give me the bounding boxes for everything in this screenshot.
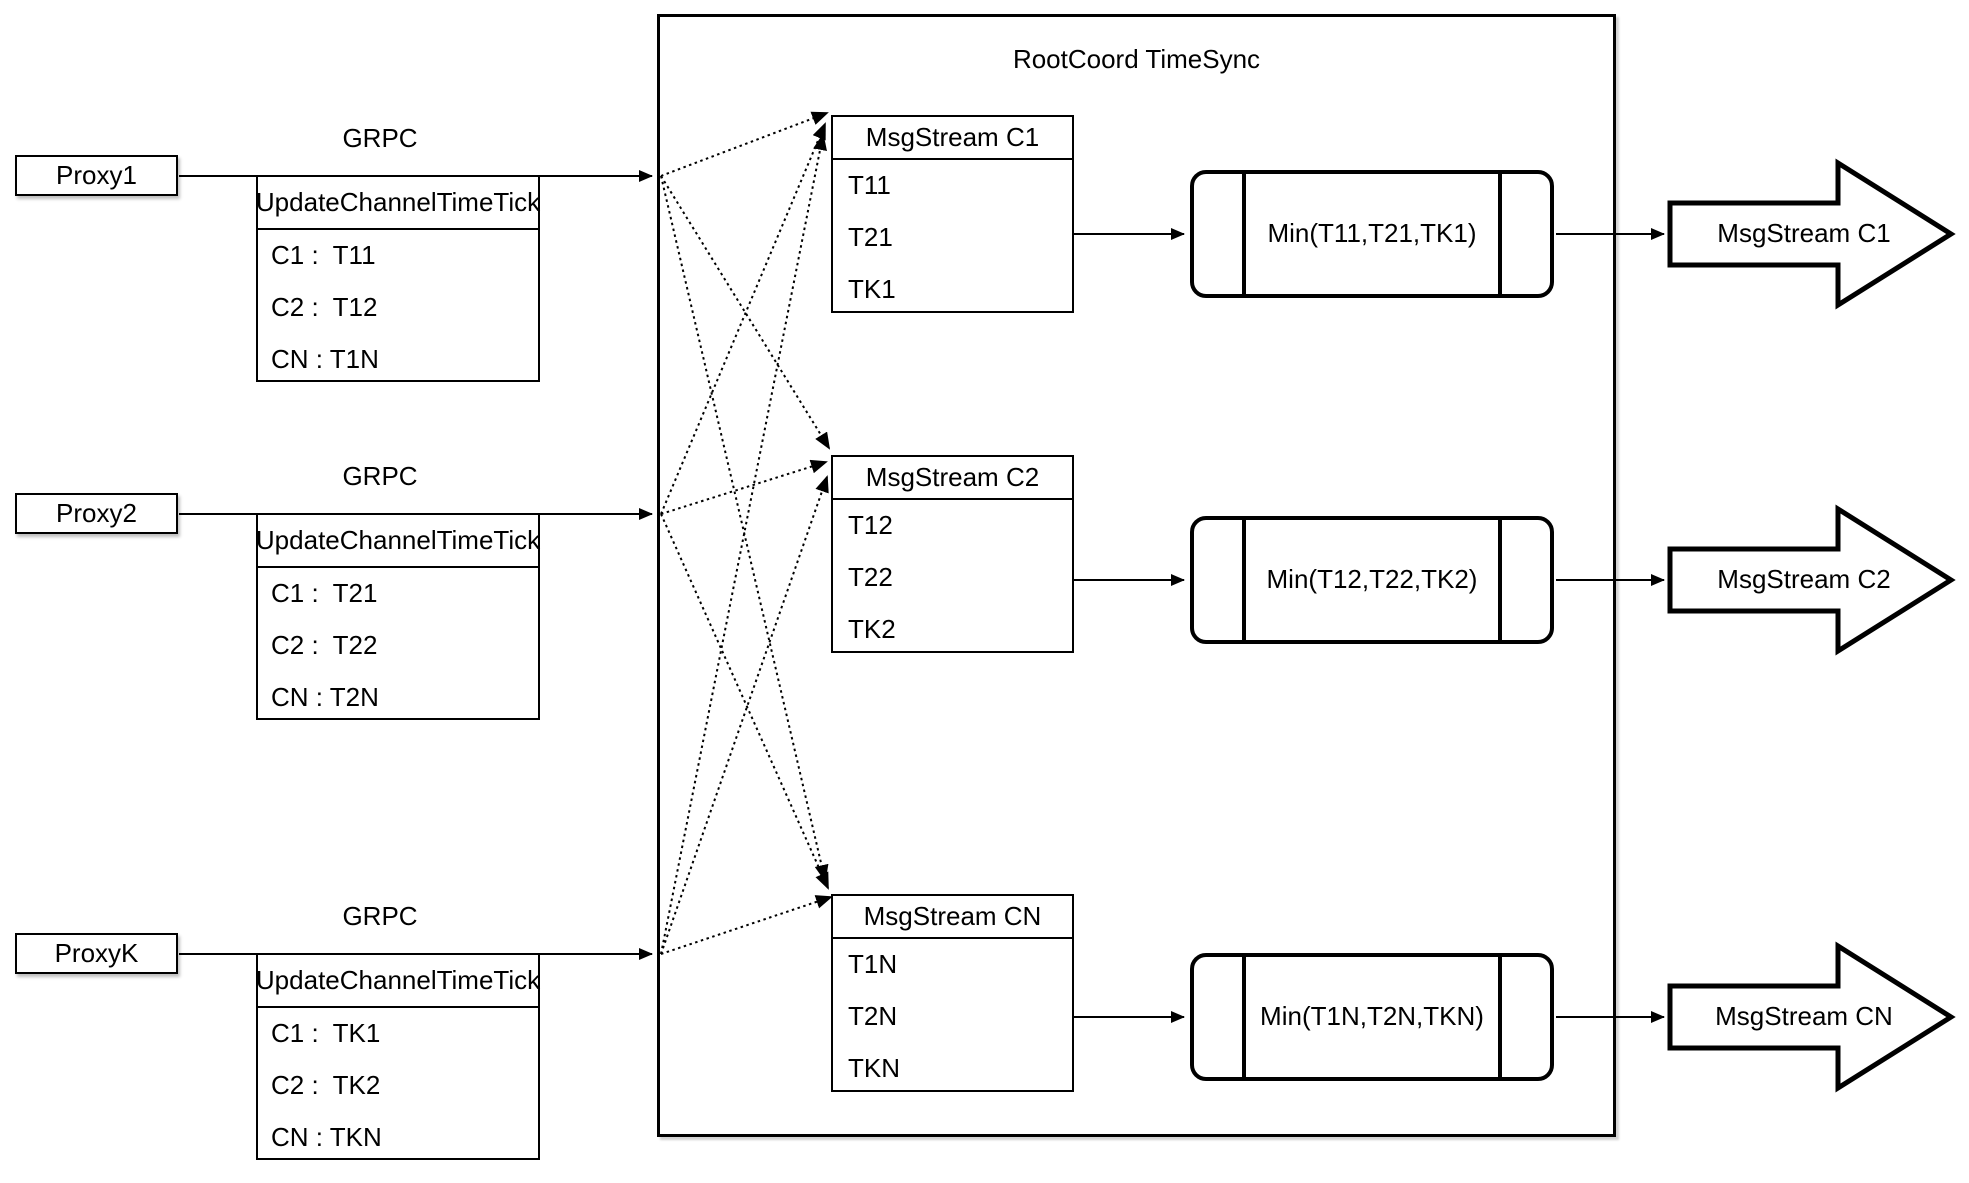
table-row: T1N — [848, 949, 898, 980]
table-row: T2N — [848, 1001, 898, 1032]
table-row: C1 : TK1 — [271, 1018, 381, 1049]
min-queue-cn — [1190, 953, 1554, 1081]
table-header: MsgStream C1 — [833, 117, 1072, 160]
proxy1-box: Proxy1 — [15, 155, 178, 196]
min-queue-c1 — [1190, 170, 1554, 298]
table-row: C2 : TK2 — [271, 1070, 381, 1101]
min-label-c1: Min(T11,T21,TK1) — [1267, 218, 1477, 249]
update-channel-timetick-table-2: UpdateChannelTimeTick C1 : T21 C2 : T22 … — [256, 513, 540, 720]
queue-divider — [1242, 520, 1246, 640]
queue-divider — [1498, 957, 1502, 1077]
table-row: TKN — [848, 1053, 900, 1084]
table-row: TK2 — [848, 614, 896, 645]
table-header: MsgStream C2 — [833, 457, 1072, 500]
min-label-c2: Min(T12,T22,TK2) — [1266, 564, 1478, 595]
table-row: T21 — [848, 222, 893, 253]
table-row: T22 — [848, 562, 893, 593]
proxyk-label: ProxyK — [54, 937, 139, 968]
queue-divider — [1498, 520, 1502, 640]
table-header: UpdateChannelTimeTick — [256, 955, 540, 1008]
msgstream-c2-table: MsgStream C2 T12 T22 TK2 — [831, 455, 1074, 653]
proxyk-box: ProxyK — [15, 933, 178, 974]
table-row: C2 : T12 — [271, 292, 378, 323]
proxy2-box: Proxy2 — [15, 493, 178, 534]
queue-divider — [1498, 174, 1502, 294]
table-row: C1 : T21 — [271, 578, 378, 609]
output-stream-label-c2: MsgStream C2 — [1717, 564, 1891, 595]
table-row: T12 — [848, 510, 893, 541]
grpc-label-2: GRPC — [342, 461, 418, 491]
msgstream-c1-table: MsgStream C1 T11 T21 TK1 — [831, 115, 1074, 313]
queue-divider — [1242, 957, 1246, 1077]
table-header: UpdateChannelTimeTick — [256, 515, 540, 568]
table-row: T11 — [848, 170, 891, 201]
update-channel-timetick-table-3: UpdateChannelTimeTick C1 : TK1 C2 : TK2 … — [256, 953, 540, 1160]
rootcoord-title: RootCoord TimeSync — [1012, 44, 1261, 74]
grpc-label-1: GRPC — [342, 123, 418, 153]
output-stream-label-cn: MsgStream CN — [1715, 1001, 1893, 1032]
output-stream-label-c1: MsgStream C1 — [1717, 218, 1891, 249]
queue-divider — [1242, 174, 1246, 294]
table-row: CN : TKN — [271, 1122, 382, 1153]
table-row: CN : T1N — [271, 344, 379, 375]
rootcoord-timesync-box: RootCoord TimeSync — [657, 14, 1616, 1137]
msgstream-cn-table: MsgStream CN T1N T2N TKN — [831, 894, 1074, 1092]
table-header: MsgStream CN — [833, 896, 1072, 939]
min-queue-c2 — [1190, 516, 1554, 644]
proxy1-label: Proxy1 — [56, 159, 137, 190]
table-row: C1 : T11 — [271, 240, 376, 271]
table-row: TK1 — [848, 274, 896, 305]
grpc-label-3: GRPC — [342, 901, 418, 931]
min-label-cn: Min(T1N,T2N,TKN) — [1260, 1001, 1484, 1032]
proxy2-label: Proxy2 — [56, 497, 137, 528]
table-row: C2 : T22 — [271, 630, 378, 661]
update-channel-timetick-table-1: UpdateChannelTimeTick C1 : T11 C2 : T12 … — [256, 175, 540, 382]
table-row: CN : T2N — [271, 682, 379, 713]
table-header: UpdateChannelTimeTick — [256, 177, 540, 230]
